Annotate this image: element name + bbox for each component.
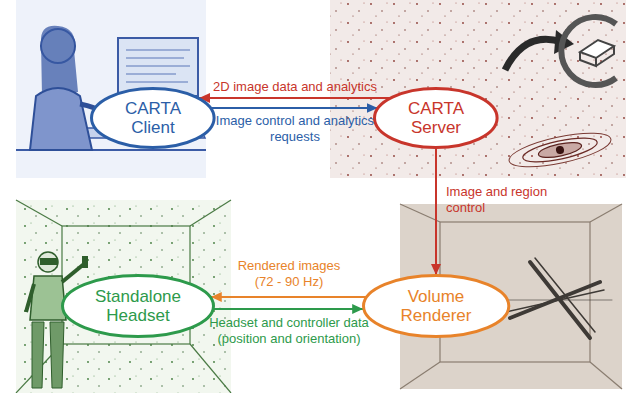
ellipse-outline	[92, 88, 215, 147]
node-ellipse: CARTA Client	[90, 87, 216, 149]
connector-arrow	[211, 107, 377, 109]
node-label: CARTA Server	[396, 99, 476, 137]
edge-label: Image and region control	[446, 184, 558, 215]
edge-label: Rendered images (72 - 90 Hz)	[229, 258, 349, 289]
client-illustration	[16, 0, 206, 178]
connector-arrow	[435, 148, 437, 275]
node-text-wrap: Volume Renderer	[362, 274, 510, 338]
ellipse-outline	[363, 276, 508, 337]
ellipse-outline	[63, 276, 214, 337]
node-ellipse: Volume Renderer	[362, 274, 510, 338]
node-label: Volume Renderer	[388, 287, 484, 325]
ellipse-outline	[375, 88, 498, 147]
node-ellipse: CARTA Server	[373, 87, 499, 149]
edge-label: Headset and controller data (position an…	[204, 315, 374, 346]
edge-label: Image control and analytics requests	[213, 113, 377, 144]
node-label: CARTA Client	[113, 99, 193, 137]
edge-label: 2D image data and analytics	[210, 79, 380, 95]
headset-illustration	[16, 200, 231, 393]
node-text-wrap: CARTA Client	[90, 87, 216, 149]
connector-arrow	[211, 296, 366, 298]
node-ellipse: Standalone Headset	[61, 274, 215, 338]
connector-arrow	[214, 308, 364, 310]
node-label: Standalone Headset	[88, 287, 188, 325]
node-text-wrap: Standalone Headset	[61, 274, 215, 338]
node-text-wrap: CARTA Server	[373, 87, 499, 149]
connector-arrow	[199, 97, 390, 99]
